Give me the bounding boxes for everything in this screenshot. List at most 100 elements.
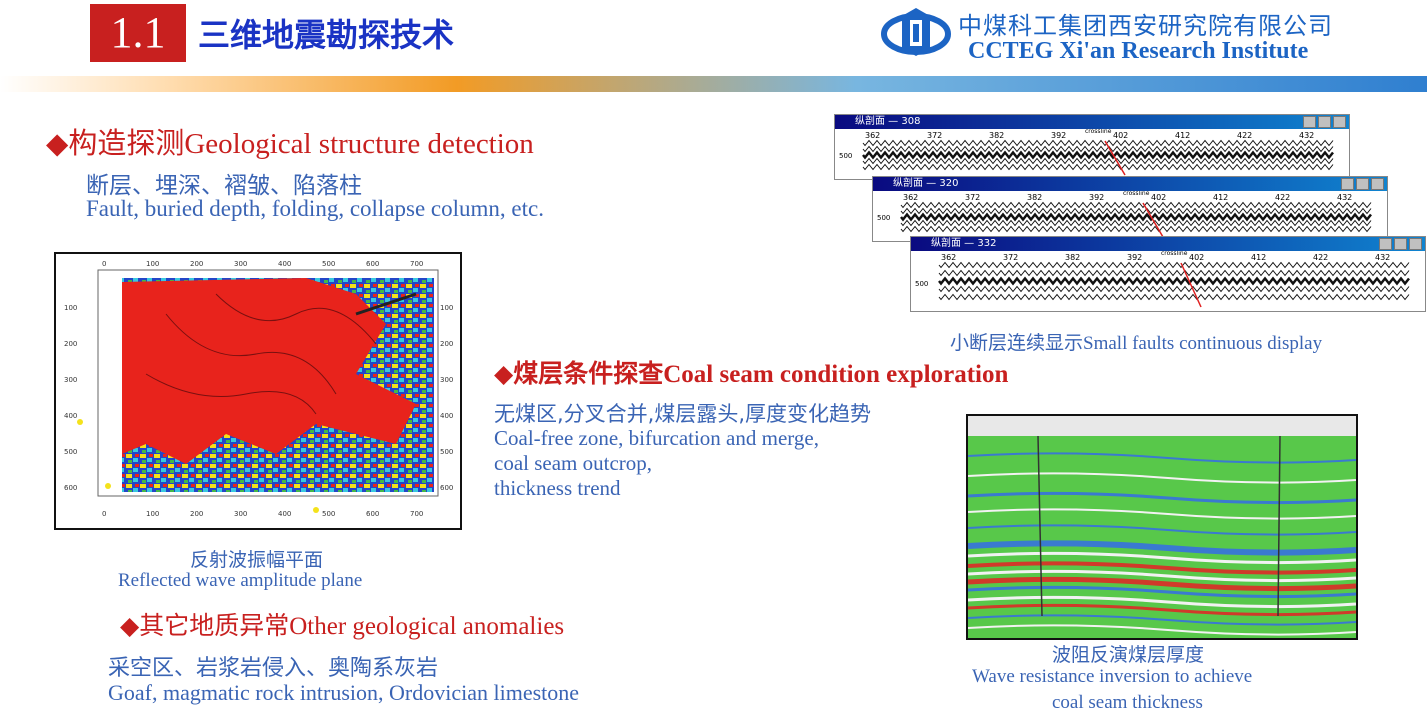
minimize-icon[interactable] bbox=[1303, 116, 1316, 128]
window-titlebar[interactable]: 纵剖面 — 332 bbox=[911, 237, 1425, 251]
amplitude-map-image: 0010010020020030030040040050050060060070… bbox=[64, 260, 453, 518]
minimize-icon[interactable] bbox=[1341, 178, 1354, 190]
bullet-icon: ◆ bbox=[494, 361, 514, 388]
map-y-tick: 100 bbox=[64, 304, 77, 312]
window-controls[interactable] bbox=[1301, 116, 1346, 133]
trace-tick: 372 bbox=[927, 131, 942, 140]
other-heading-en: Other geological anomalies bbox=[289, 613, 565, 640]
map-x-tick: 0 bbox=[102, 260, 106, 268]
trace-tick: 362 bbox=[903, 193, 918, 202]
map-x-tick: 300 bbox=[234, 260, 247, 268]
seismic-trace bbox=[862, 139, 1334, 147]
amplitude-map-caption-cn: 反射波振幅平面 bbox=[190, 549, 324, 571]
seismic-trace bbox=[900, 201, 1372, 209]
trace-tick: 412 bbox=[1251, 253, 1266, 262]
seismic-trace bbox=[862, 157, 1334, 165]
inversion-layer bbox=[968, 472, 1356, 484]
coal-seam-items-en-3: thickness trend bbox=[494, 476, 621, 500]
trace-tick: 412 bbox=[1175, 131, 1190, 140]
seismic-trace bbox=[862, 145, 1334, 153]
map-x-tick: 600 bbox=[366, 510, 379, 518]
window-titlebar[interactable]: 纵剖面 — 320 bbox=[873, 177, 1387, 191]
maximize-icon[interactable] bbox=[1394, 238, 1407, 250]
window-controls[interactable] bbox=[1377, 238, 1422, 255]
trace-tick: 402 bbox=[1151, 193, 1166, 202]
map-y-tick: 300 bbox=[64, 376, 77, 384]
map-y-tick: 400 bbox=[64, 412, 77, 420]
inversion-layer bbox=[968, 585, 1356, 599]
close-icon[interactable] bbox=[1409, 238, 1422, 250]
trace-tick: 422 bbox=[1313, 253, 1328, 262]
ccteg-logo-icon bbox=[881, 8, 951, 56]
window-title: 纵剖面 — 308 bbox=[855, 116, 921, 127]
trace-tick: 422 bbox=[1275, 193, 1290, 202]
map-x-tick: 500 bbox=[322, 510, 335, 518]
inversion-layer bbox=[968, 614, 1356, 626]
seismic-trace bbox=[900, 225, 1372, 233]
crossline-label: crossline bbox=[1123, 191, 1150, 197]
trace-tick: 392 bbox=[1089, 193, 1104, 202]
structure-detection-heading: ◆构造探测Geological structure detection bbox=[46, 120, 534, 162]
fault-line bbox=[1180, 262, 1202, 308]
window-title: 纵剖面 — 332 bbox=[931, 238, 997, 249]
maximize-icon[interactable] bbox=[1318, 116, 1331, 128]
map-x-tick: 200 bbox=[190, 510, 203, 518]
map-x-tick: 500 bbox=[322, 260, 335, 268]
structure-heading-cn: 构造探测 bbox=[68, 126, 185, 160]
trace-tick: 372 bbox=[965, 193, 980, 202]
structure-heading-en: Geological structure detection bbox=[184, 128, 534, 160]
map-x-tick: 600 bbox=[366, 260, 379, 268]
trace-tick: 362 bbox=[941, 253, 956, 262]
other-items-cn: 采空区、岩浆岩侵入、奥陶系灰岩 bbox=[108, 656, 439, 681]
seismic-caption-cn: 小断层连续显示 bbox=[950, 332, 1084, 354]
inversion-layer bbox=[968, 603, 1356, 617]
window-controls[interactable] bbox=[1339, 178, 1384, 195]
crossline-label: crossline bbox=[1161, 251, 1188, 257]
close-icon[interactable] bbox=[1371, 178, 1384, 190]
inversion-layer bbox=[968, 624, 1356, 636]
inversion-image bbox=[968, 416, 1356, 638]
close-icon[interactable] bbox=[1333, 116, 1346, 128]
inversion-layer bbox=[968, 491, 1356, 505]
structure-items-cn: 断层、埋深、褶皱、陷落柱 bbox=[86, 173, 362, 199]
fault-line bbox=[1104, 140, 1126, 176]
trace-tick: 432 bbox=[1337, 193, 1352, 202]
seismic-trace bbox=[938, 269, 1410, 277]
other-heading-cn: 其它地质异常 bbox=[139, 611, 290, 640]
trace-tick: 412 bbox=[1213, 193, 1228, 202]
seismic-trace bbox=[862, 163, 1334, 171]
trace-tick: 432 bbox=[1299, 131, 1314, 140]
inversion-layer bbox=[968, 595, 1356, 609]
other-items-en: Goaf, magmatic rock intrusion, Ordovicia… bbox=[108, 680, 580, 705]
seismic-trace bbox=[900, 219, 1372, 227]
window-titlebar[interactable]: 纵剖面 — 308 bbox=[835, 115, 1349, 129]
map-y-tick: 200 bbox=[440, 340, 453, 348]
amplitude-map-caption-en: Reflected wave amplitude plane bbox=[118, 570, 363, 591]
other-anomalies-heading: ◆其它地质异常Other geological anomalies bbox=[120, 606, 564, 642]
trace-tick: 362 bbox=[865, 131, 880, 140]
depth-label: 500 bbox=[915, 280, 928, 288]
trace-tick: 402 bbox=[1189, 253, 1204, 262]
bullet-icon: ◆ bbox=[46, 128, 69, 160]
crossline-label: crossline bbox=[1085, 129, 1112, 135]
seismic-caption: 小断层连续显示Small faults continuous display bbox=[950, 328, 1322, 355]
inversion-layer bbox=[968, 540, 1356, 556]
seismic-trace bbox=[938, 285, 1410, 293]
maximize-icon[interactable] bbox=[1356, 178, 1369, 190]
coal-seam-items-en-2: coal seam outcrop, bbox=[494, 451, 653, 475]
coal-seam-heading-cn: 煤层条件探查 bbox=[513, 359, 664, 388]
trace-tick: 382 bbox=[1065, 253, 1080, 262]
map-x-tick: 400 bbox=[278, 260, 291, 268]
inversion-layer bbox=[968, 524, 1356, 536]
minimize-icon[interactable] bbox=[1379, 238, 1392, 250]
inversion-figure bbox=[966, 414, 1358, 640]
depth-label: 500 bbox=[839, 152, 852, 160]
depth-label: 500 bbox=[877, 214, 890, 222]
seismic-caption-en: Small faults continuous display bbox=[1083, 333, 1323, 354]
map-x-tick: 0 bbox=[102, 510, 106, 518]
map-x-tick: 400 bbox=[278, 510, 291, 518]
map-x-tick: 200 bbox=[190, 260, 203, 268]
